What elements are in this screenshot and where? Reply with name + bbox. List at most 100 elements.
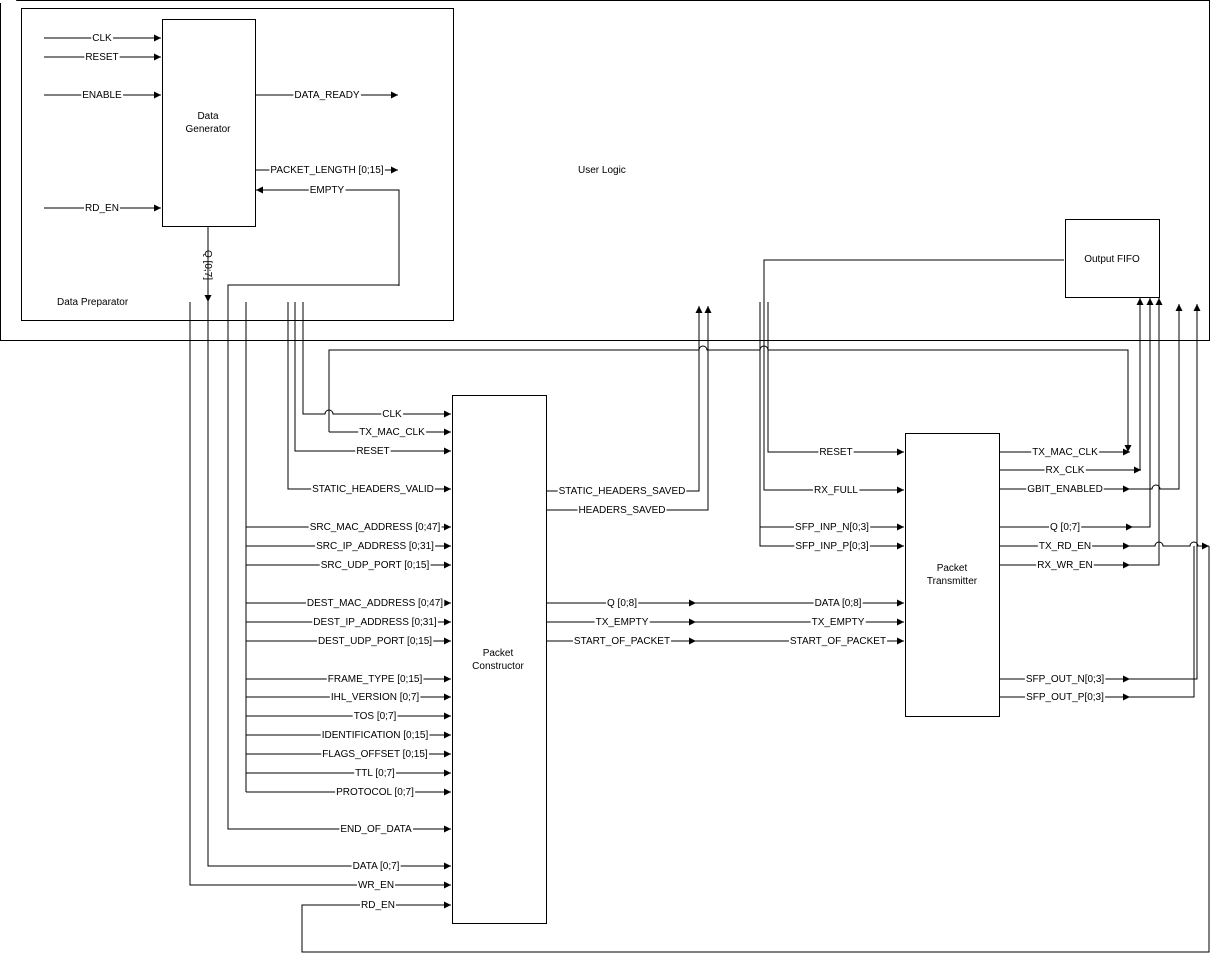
label-background [184, 124, 233, 135]
pt-reset-label: RESET [819, 447, 852, 458]
pc-ttl-label: TTL [0;7] [355, 768, 395, 779]
pc-rd-en-label: RD_EN [361, 900, 395, 911]
label-background [577, 165, 627, 176]
dg-packet-length-label: PACKET_LENGTH [0;15] [270, 165, 383, 176]
label-background [1036, 560, 1094, 571]
pt-tx-rd-en-wire [1000, 541, 1209, 550]
data-generator-label-line2: Generator [185, 124, 231, 135]
pc-protocol-label: PROTOCOL [0;7] [336, 787, 414, 798]
pc-tx-mac-clk-wire [328, 345, 1132, 452]
output-fifo-label: Output FIFO [1084, 254, 1140, 265]
pc-dest-ip-label: DEST_IP_ADDRESS [0;31] [313, 617, 437, 628]
label-background [351, 861, 401, 872]
pc-src-ip-label: SRC_IP_ADDRESS [0;31] [316, 541, 434, 552]
label-background [315, 541, 436, 552]
label-background [326, 674, 424, 685]
pc-end-of-data-label: END_OF_DATA [340, 824, 412, 835]
label-background [381, 409, 404, 420]
pc-rd-en-wire [301, 546, 1210, 953]
label-background [788, 636, 888, 647]
pt-reset-wire [767, 302, 904, 456]
label-background [196, 111, 220, 122]
pc-headers-saved-wire [547, 306, 712, 511]
pt-gbit-enabled-wire [1000, 304, 1183, 490]
pc-headers-saved-label: HEADERS_SAVED [578, 505, 665, 516]
pt-gbit-enabled-label: GBIT_ENABLED [1027, 484, 1103, 495]
label-background [1083, 254, 1142, 265]
label-background [56, 297, 130, 308]
data-preparator-label: Data Preparator [57, 297, 129, 308]
packet-transmitter-label-line2: Transmitter [927, 576, 978, 587]
pc-src-udp-label: SRC_UDP_PORT [0;15] [321, 560, 430, 571]
dg-empty-wire [256, 186, 400, 286]
label-background [813, 485, 860, 496]
pt-sfp-out-n-label: SFP_OUT_N[0;3] [1026, 674, 1105, 685]
label-background [358, 427, 427, 438]
pc-static-headers-saved-wire [547, 306, 703, 492]
pc-tos-label: TOS [0;7] [354, 711, 397, 722]
label-background [1037, 541, 1093, 552]
packet-constructor-label-line2: Constructor [472, 661, 524, 672]
packet-transmitter-block [905, 433, 1000, 717]
label-background [813, 598, 863, 609]
label-background [335, 787, 416, 798]
user-logic-region [0, 0, 1210, 341]
label-background [308, 522, 442, 533]
pt-sfp-inp-n-label: SFP_INP_N[0;3] [795, 522, 869, 533]
packet-transmitter-label-line1: Packet [937, 563, 968, 574]
label-background [329, 692, 421, 703]
label-background [1024, 674, 1106, 685]
pt-rx-full-wire [763, 259, 1064, 490]
pc-wr-en-label: WR_EN [358, 880, 394, 891]
pc-ihl-version-label: IHL_VERSION [0;7] [331, 692, 420, 703]
label-background [810, 617, 866, 628]
label-background [1025, 692, 1106, 703]
label-background [572, 636, 672, 647]
pc-start-of-packet-label: START_OF_PACKET [574, 636, 670, 647]
label-background [91, 33, 114, 44]
dg-q-label: Q [0;7] [202, 250, 213, 280]
data-generator-block [162, 19, 256, 227]
dg-enable-label: ENABLE [82, 90, 122, 101]
pc-reset-wire [294, 302, 451, 455]
packet-constructor-label-line1: Packet [483, 648, 514, 659]
label-background [312, 617, 438, 628]
label-background [1044, 465, 1086, 476]
pc-clk-label: CLK [382, 409, 402, 420]
dg-reset-label: RESET [85, 52, 118, 63]
label-background [355, 446, 391, 457]
output-fifo-block [1065, 219, 1160, 298]
label-background [308, 185, 346, 196]
pt-tx-mac-clk-label: TX_MAC_CLK [1032, 447, 1098, 458]
dg-rd-en-label: RD_EN [85, 203, 119, 214]
label-background [594, 617, 650, 628]
label-background [360, 900, 396, 911]
pt-start-of-packet-label: START_OF_PACKET [790, 636, 886, 647]
pt-data-label: DATA [0;8] [815, 598, 862, 609]
pc-q-label: Q [0;8] [607, 598, 637, 609]
label-background [1026, 484, 1104, 495]
pt-sfp-out-p-label: SFP_OUT_P[0;3] [1026, 692, 1104, 703]
label-background [293, 90, 361, 101]
dg-clk-label: CLK [92, 33, 112, 44]
label-background [1031, 447, 1100, 458]
pc-static-headers-valid-wire [287, 302, 451, 493]
label-background [481, 648, 515, 659]
dg-empty-label: EMPTY [310, 185, 345, 196]
label-background [354, 768, 397, 779]
pc-clk-wire [302, 302, 451, 418]
label-background [84, 52, 120, 63]
label-background [320, 730, 430, 741]
label-background [1048, 522, 1082, 533]
pc-flags-offset-label: FLAGS_OFFSET [0;15] [322, 749, 428, 760]
label-background [84, 203, 120, 214]
pt-q-label: Q [0;7] [1050, 522, 1080, 533]
pc-reset-label: RESET [356, 446, 389, 457]
data-generator-label-line1: Data [197, 111, 219, 122]
pc-data-label: DATA [0;7] [353, 861, 400, 872]
pc-end-of-data-wire [227, 284, 451, 829]
label-background [925, 576, 979, 587]
label-background [321, 749, 429, 760]
label-background [577, 505, 667, 516]
